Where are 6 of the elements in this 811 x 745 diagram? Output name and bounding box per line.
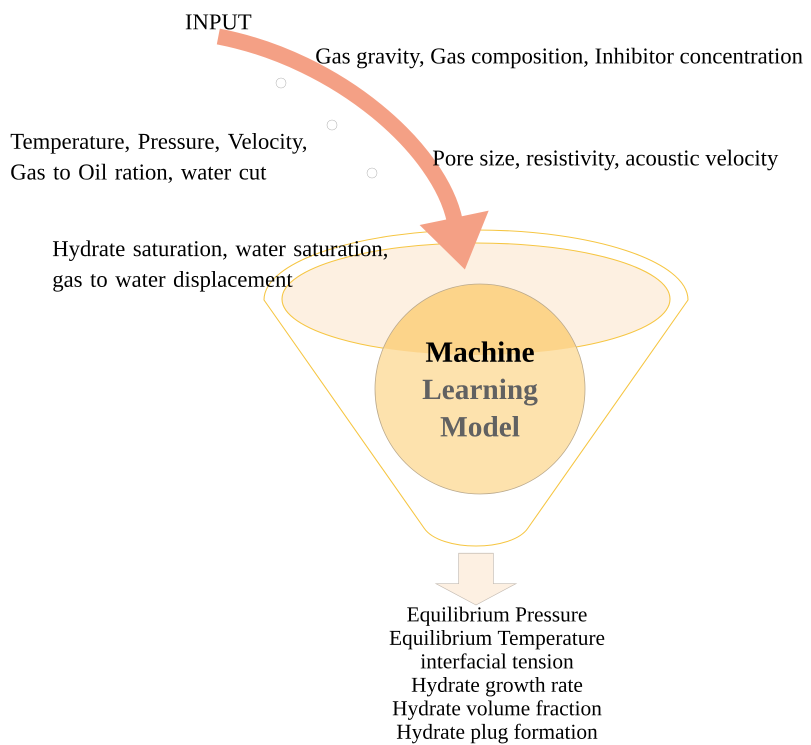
- output-list: Equilibrium Pressure Equilibrium Temperature interfacial tension Hydrate growth rate Hydrate volume fraction Hydrate plug formation: [390, 606, 604, 744]
- input-list: Pore size, resistivity, acoustic velocity: [432, 150, 778, 170]
- block-arrow: [434, 552, 518, 606]
- input-list: Temperature, Pressure, Velocity, Gas to Oil ration, water cut: [10, 133, 306, 183]
- input-list: Gas gravity, Gas composition, Inhibitor concentration: [316, 48, 803, 68]
- input-label: INPUT: [186, 14, 252, 30]
